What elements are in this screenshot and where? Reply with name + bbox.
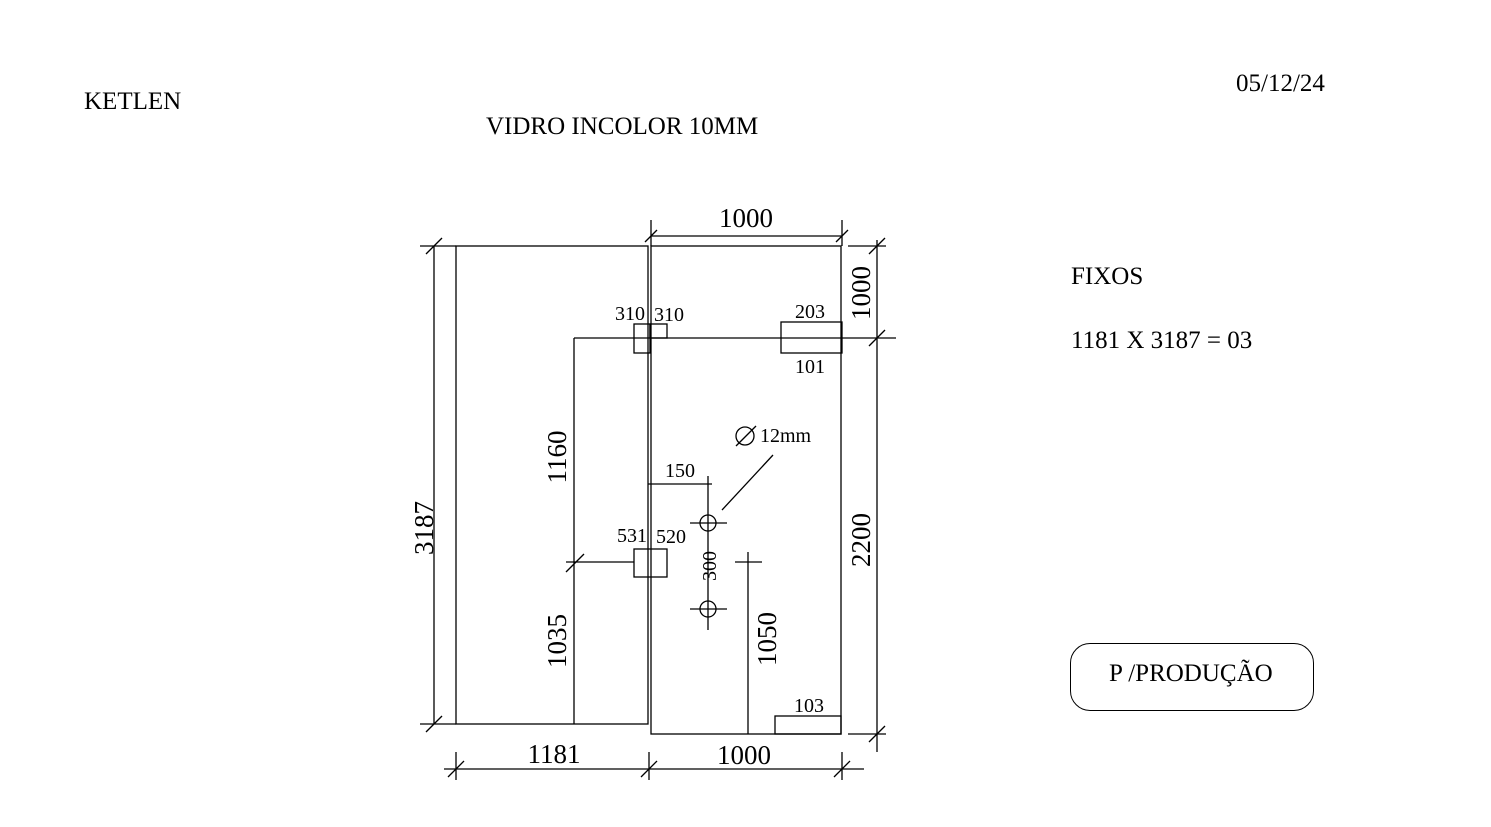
fixed-panel bbox=[455, 245, 649, 725]
fixos-spec: 1181 X 3187 = 03 bbox=[1071, 327, 1253, 354]
dim-top-width: 1000 bbox=[719, 203, 773, 233]
hinge-mid bbox=[633, 548, 668, 578]
dim-1160: 1160 bbox=[542, 431, 572, 484]
hinge-mid-left-label: 531 bbox=[617, 525, 647, 547]
hinge-top-left-label: 310 bbox=[615, 303, 645, 325]
hinge-top-right-label: 310 bbox=[654, 304, 684, 326]
date-label: 05/12/24 bbox=[1236, 70, 1325, 97]
dimension-labels: 1000 3187 1000 2200 1181 1000 1160 1035 … bbox=[409, 203, 876, 770]
corner-bottom-label: 103 bbox=[794, 695, 824, 717]
hardware-lines bbox=[565, 321, 896, 735]
production-badge bbox=[1070, 643, 1314, 711]
dimension-lines bbox=[420, 220, 886, 780]
fixos-label: FIXOS bbox=[1071, 263, 1144, 290]
corner-top-below-label: 101 bbox=[795, 356, 825, 378]
dim-right-bottom: 2200 bbox=[846, 513, 876, 567]
hole-diameter-label: 12mm bbox=[760, 425, 812, 447]
hole-spacing-label: 300 bbox=[699, 551, 721, 581]
glass-panels bbox=[455, 245, 842, 735]
corner-bottom-box bbox=[774, 715, 842, 735]
hinge-mid-right-label: 520 bbox=[656, 526, 686, 548]
door-panel bbox=[650, 245, 842, 735]
corner-top-above-label: 203 bbox=[795, 301, 825, 323]
production-label: P /PRODUÇÃO bbox=[1109, 660, 1273, 687]
dim-left-height: 3187 bbox=[409, 501, 439, 555]
dim-bottom-right: 1000 bbox=[717, 740, 771, 770]
page-title: VIDRO INCOLOR 10MM bbox=[486, 113, 759, 140]
hole-offset-label: 150 bbox=[665, 460, 695, 482]
dim-right-top: 1000 bbox=[846, 266, 876, 320]
dim-1050: 1050 bbox=[752, 612, 782, 666]
client-name: KETLEN bbox=[84, 88, 182, 115]
hinge-top-right bbox=[649, 323, 668, 339]
dim-1035: 1035 bbox=[542, 614, 572, 668]
dim-bottom-left: 1181 bbox=[528, 739, 581, 769]
